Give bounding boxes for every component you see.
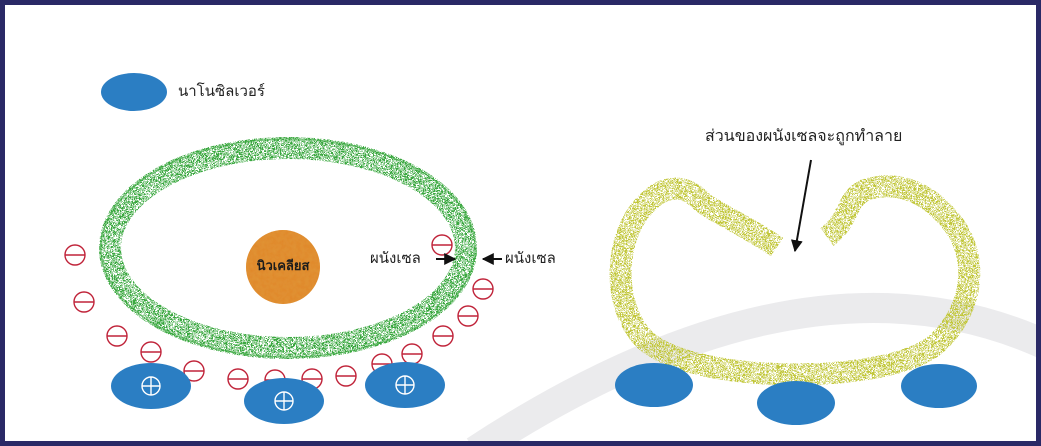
plus-circle-icon <box>141 376 161 396</box>
minus-circle-icon <box>140 341 162 363</box>
minus-circle-icon <box>64 244 86 266</box>
cell-wall-outer-label: ผนังเซล <box>505 249 556 267</box>
nanosilver-group-left <box>111 362 445 424</box>
nanosilver-particle <box>757 381 835 425</box>
plus-circle-icon <box>395 375 415 395</box>
minus-circle-icon <box>431 234 453 256</box>
minus-circle-icon <box>227 368 249 390</box>
minus-circle-icon <box>183 360 205 382</box>
damaged-cell-wall <box>609 175 981 386</box>
minus-circle-icon <box>106 325 128 347</box>
legend-label: นาโนซิลเวอร์ <box>178 82 265 100</box>
nanosilver-particle <box>615 363 693 407</box>
nanosilver-particle <box>901 364 977 408</box>
minus-circle-icon <box>432 325 454 347</box>
minus-circle-icon <box>73 291 95 313</box>
destroyed-wall-label: ส่วนของผนังเซลจะถูกทำลาย <box>705 126 903 145</box>
diagram-canvas <box>64 73 1036 441</box>
nanosilver-group-right <box>615 363 977 425</box>
minus-circle-icon <box>457 305 479 327</box>
negative-charges <box>64 234 494 391</box>
intact-cell-wall-outline <box>100 138 476 358</box>
minus-circle-icon <box>335 365 357 387</box>
legend-nanosilver-swatch <box>101 73 167 111</box>
nanosilver-particle <box>111 363 191 409</box>
nanosilver-particle <box>244 378 324 424</box>
background-arc <box>466 292 1036 441</box>
nucleus-label: นิวเคลียส <box>256 259 310 274</box>
destroyed-wall-arrow <box>790 159 812 253</box>
nanosilver-particle <box>365 362 445 408</box>
intact-cell-wall <box>99 137 477 359</box>
nucleus <box>246 230 320 304</box>
minus-circle-icon <box>472 278 494 300</box>
cell-wall-inner-label: ผนังเซล <box>370 249 421 267</box>
minus-circle-icon <box>401 343 423 365</box>
plus-circle-icon <box>274 391 294 411</box>
